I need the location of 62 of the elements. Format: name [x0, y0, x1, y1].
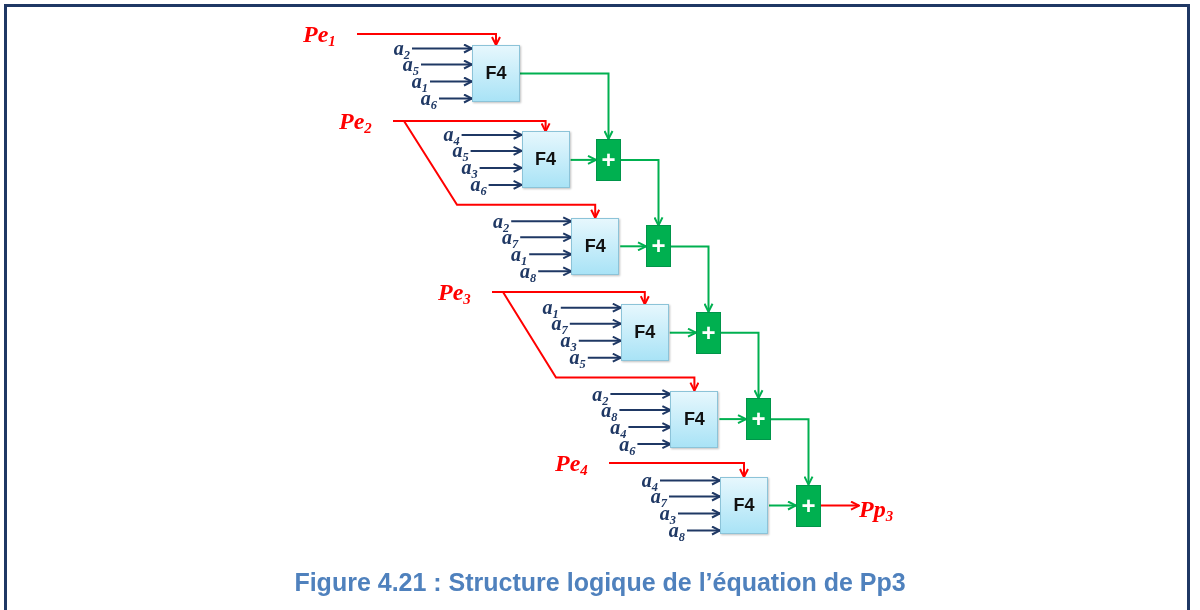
arrow [627, 422, 672, 433]
arrow [720, 331, 764, 400]
variable-label: a$_{2}$ [578, 385, 609, 403]
arrow [718, 414, 747, 425]
function-block: F4 [720, 477, 768, 534]
adder-block: + [696, 311, 721, 354]
arrow [429, 76, 473, 87]
variable-label: a$_{1}$ [528, 299, 559, 317]
arrow [392, 120, 601, 219]
function-block: F4 [670, 390, 719, 448]
arrow [668, 327, 697, 338]
arrow [586, 352, 622, 363]
variable-label: Pe$_{4}$ [555, 450, 603, 476]
function-block: F4 [521, 131, 570, 189]
arrow [568, 318, 622, 329]
function-block: F4 [571, 217, 620, 275]
arrow [577, 335, 622, 346]
variable-label: a$_{2}$ [479, 212, 510, 230]
arrow [619, 241, 647, 252]
variable-label: a$_{2}$ [380, 40, 410, 57]
variable-label: Pe$_{3}$ [438, 279, 486, 305]
arrow [438, 93, 473, 104]
arrow [519, 72, 614, 140]
variable-label: Pe$_{1}$ [303, 21, 351, 47]
arrow [668, 491, 721, 502]
arrow [820, 500, 860, 511]
variable-label: a$_{4}$ [628, 472, 658, 489]
variable-label: Pe$_{2}$ [339, 108, 387, 134]
arrow [420, 59, 473, 70]
adder-block: + [646, 225, 671, 268]
figure-caption: Figure 4.21 : Structure logique de l’équation de Pp3 [294, 568, 906, 597]
adder-block: + [746, 398, 771, 441]
arrow [478, 162, 523, 173]
arrow [559, 302, 622, 313]
variable-label: Pp$_{3}$ [859, 496, 907, 522]
arrow [670, 245, 714, 313]
arrow [768, 500, 797, 511]
arrow [411, 43, 473, 54]
adder-block: + [596, 139, 621, 181]
arrow [460, 129, 523, 140]
arrow [609, 389, 672, 400]
arrow [510, 216, 573, 227]
arrow [770, 418, 814, 486]
arrow [686, 525, 721, 536]
function-block: F4 [620, 304, 669, 362]
arrow [519, 232, 573, 243]
arrow [620, 159, 664, 227]
arrow [356, 33, 501, 46]
arrow [677, 508, 721, 519]
arrow [608, 462, 749, 478]
function-block: F4 [472, 45, 520, 102]
arrow [618, 405, 672, 416]
arrow [469, 145, 523, 156]
adder-block: + [796, 484, 821, 527]
variable-label: a$_{4}$ [429, 126, 460, 144]
arrow [487, 179, 523, 190]
arrow [569, 154, 597, 165]
arrow [491, 291, 700, 392]
arrow [528, 249, 573, 260]
arrow [659, 475, 721, 486]
arrow [636, 439, 672, 450]
arrow [537, 266, 573, 277]
